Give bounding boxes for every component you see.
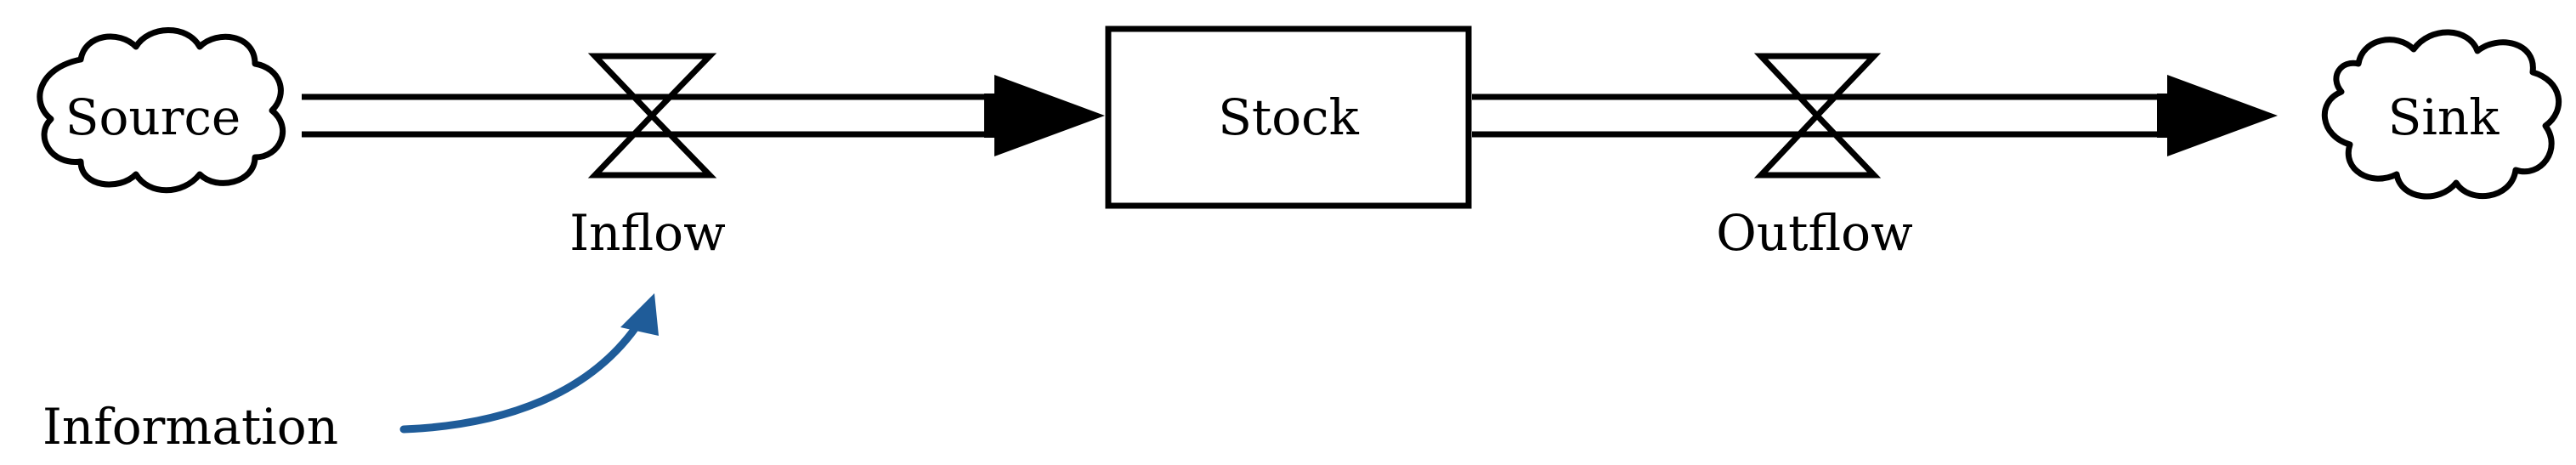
outflow-pipe xyxy=(1472,75,2278,156)
stock-label: Stock xyxy=(1218,88,1359,146)
information-arrowhead xyxy=(620,293,659,336)
source-cloud: Source xyxy=(37,27,286,194)
inflow-pipe xyxy=(302,75,1105,156)
outflow-valve xyxy=(1753,53,1882,179)
inflow-valve xyxy=(587,53,717,179)
source-label: Source xyxy=(65,88,241,146)
sink-label: Sink xyxy=(2388,88,2500,146)
stock-box[interactable]: Stock xyxy=(1105,26,1472,209)
sink-cloud: Sink xyxy=(2321,29,2562,200)
outflow-arrowhead xyxy=(2167,75,2278,156)
inflow-label: Inflow xyxy=(569,204,726,262)
information-label: Information xyxy=(42,398,338,456)
outflow-label: Outflow xyxy=(1716,204,1912,262)
information-arrow xyxy=(399,293,659,434)
inflow-arrowhead xyxy=(994,75,1105,156)
